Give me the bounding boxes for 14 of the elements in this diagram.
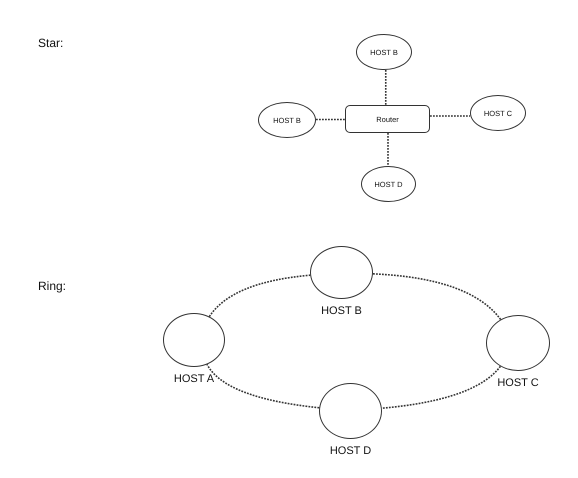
dotted-link (372, 273, 502, 320)
dotted-link (384, 70, 387, 105)
dotted-link (387, 133, 389, 166)
dotted-link (382, 366, 501, 410)
section-label: Star: (38, 36, 64, 50)
section-label: Ring: (38, 279, 66, 293)
dotted-link (208, 274, 310, 318)
host-label: HOST B (321, 305, 362, 317)
host-label: HOST D (330, 445, 372, 457)
dotted-link (316, 118, 345, 120)
host-label: HOST C (497, 377, 539, 389)
dotted-link (430, 115, 470, 117)
dotted-link (206, 364, 320, 409)
host-label: HOST A (174, 373, 214, 385)
